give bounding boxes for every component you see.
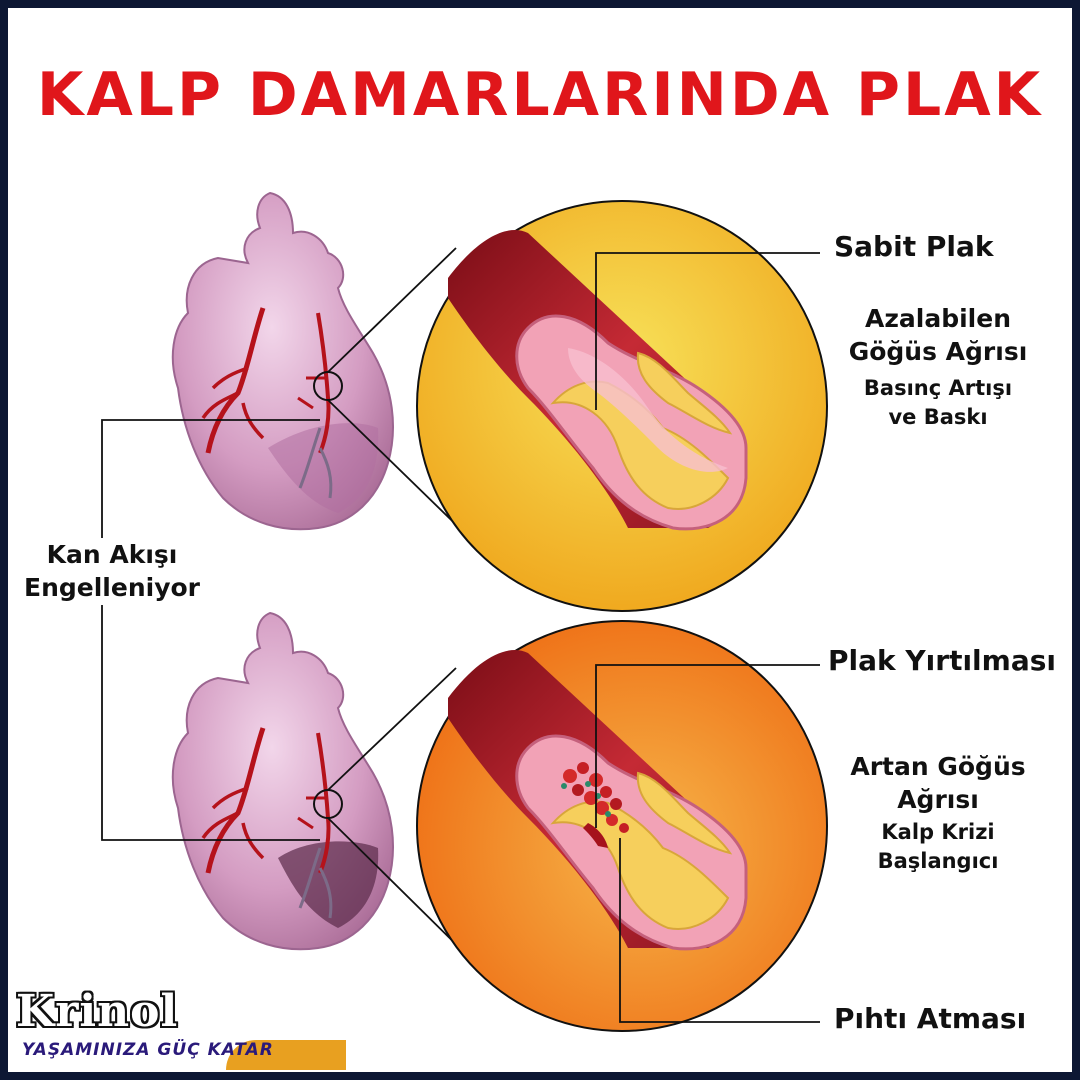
leader-stable-plaque bbox=[595, 252, 820, 410]
label-blood-flow-line1: Kan Akışı bbox=[46, 540, 178, 569]
label-blood-flow-blocked: Kan Akışı Engelleniyor bbox=[22, 538, 202, 604]
heart-top bbox=[171, 191, 394, 531]
leader-blood-flow-top bbox=[101, 419, 320, 538]
leader-rupture bbox=[595, 664, 820, 828]
logo-tagline-bar: YAŞAMINIZA GÜÇ KATAR bbox=[16, 1040, 346, 1070]
label-clot: Pıhtı Atması bbox=[834, 1002, 1027, 1035]
zoom-circle-stable-plaque bbox=[327, 200, 828, 612]
leader-clot bbox=[619, 838, 820, 1023]
zoom-circle-plaque-rupture bbox=[327, 620, 828, 1032]
label-stable-plaque: Sabit Plak bbox=[834, 230, 994, 263]
leader-blood-flow-bottom bbox=[101, 605, 320, 841]
label-increasing-chest-pain: Artan Göğüs Ağrısı bbox=[818, 750, 1058, 816]
illustration bbox=[101, 191, 828, 1032]
brand-logo: Krinol YAŞAMINIZA GÜÇ KATAR bbox=[16, 986, 346, 1070]
label-increasing-chest-pain-line2: Ağrısı bbox=[897, 785, 979, 814]
label-plaque-rupture: Plak Yırtılması bbox=[828, 644, 1056, 677]
logo-tagline-accent bbox=[226, 1040, 346, 1070]
page-title: KALP DAMARLARINDA PLAK bbox=[36, 60, 1044, 130]
infographic-panel: KALP DAMARLARINDA PLAK Sabit Plak Azalab… bbox=[8, 8, 1072, 1072]
label-heart-attack-line1: Kalp Krizi bbox=[881, 820, 995, 844]
blood-clot bbox=[561, 762, 629, 848]
heart-bottom bbox=[171, 611, 394, 951]
logo-tagline: YAŞAMINIZA GÜÇ KATAR bbox=[22, 1040, 274, 1060]
logo-name: Krinol bbox=[16, 986, 179, 1037]
label-blood-flow-line2: Engelleniyor bbox=[24, 573, 200, 602]
label-heart-attack-onset: Kalp Krizi Başlangıcı bbox=[818, 818, 1058, 876]
label-pressure-line2: ve Baskı bbox=[888, 405, 988, 429]
label-reducing-chest-pain: Azalabilen Göğüs Ağrısı bbox=[818, 302, 1058, 368]
label-pressure-line1: Basınç Artışı bbox=[863, 376, 1013, 400]
label-pressure: Basınç Artışı ve Baskı bbox=[818, 374, 1058, 432]
label-increasing-chest-pain-line1: Artan Göğüs bbox=[850, 752, 1026, 781]
label-heart-attack-line2: Başlangıcı bbox=[877, 849, 999, 873]
label-reducing-chest-pain-line2: Göğüs Ağrısı bbox=[848, 337, 1028, 366]
label-reducing-chest-pain-line1: Azalabilen bbox=[865, 304, 1011, 333]
